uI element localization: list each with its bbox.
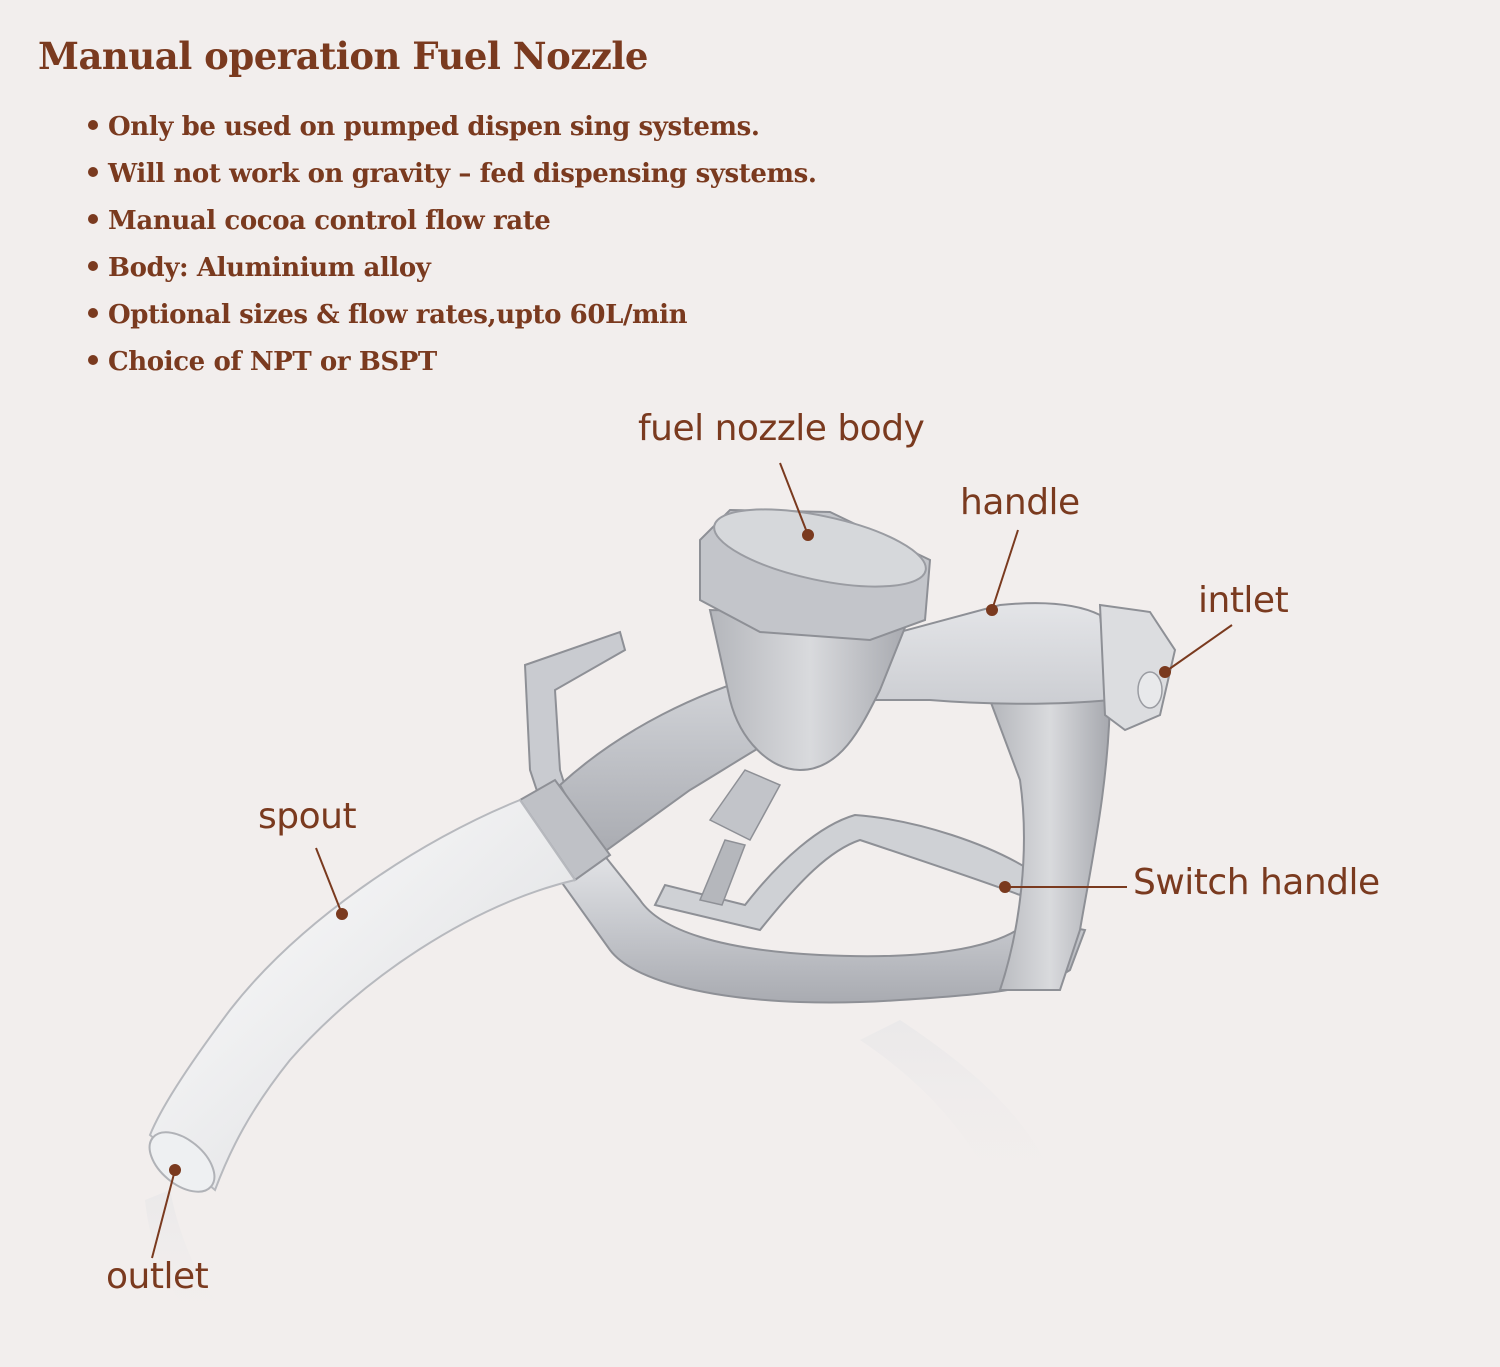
bullet-icon	[88, 120, 98, 130]
grip-handle	[988, 688, 1112, 991]
diagram-title: Manual operation Fuel Nozzle	[38, 34, 648, 78]
label-switch-handle: Switch handle	[1133, 862, 1380, 903]
feature-item: Will not work on gravity – fed dispensin…	[88, 151, 817, 198]
feature-item: Manual cocoa control flow rate	[88, 198, 817, 245]
spout-outlet-opening	[148, 1131, 216, 1193]
body-housing	[708, 608, 912, 772]
label-inlet: intlet	[1198, 580, 1289, 621]
bullet-icon	[88, 261, 98, 271]
bullet-icon	[88, 214, 98, 224]
feature-item: Body: Aluminium alloy	[88, 245, 817, 292]
feature-list: Only be used on pumped dispen sing syste…	[88, 104, 817, 386]
feature-item: Only be used on pumped dispen sing syste…	[88, 104, 817, 151]
label-handle: handle	[960, 482, 1080, 523]
valve-stem	[698, 839, 747, 906]
bullet-icon	[88, 355, 98, 365]
feature-item: Choice of NPT or BSPT	[88, 339, 817, 386]
body-cap-top	[713, 508, 927, 588]
label-fuel-nozzle-body: fuel nozzle body	[638, 408, 925, 449]
trigger-guard	[558, 848, 1087, 1004]
reflection	[145, 1020, 1060, 1340]
bullet-icon	[88, 167, 98, 177]
label-outlet: outlet	[106, 1256, 209, 1297]
feature-item: Optional sizes & flow rates,upto 60L/min	[88, 292, 817, 339]
spout-tube	[148, 798, 577, 1192]
label-spout: spout	[258, 796, 357, 837]
bullet-icon	[88, 308, 98, 318]
leader-lines	[151, 462, 1233, 1259]
